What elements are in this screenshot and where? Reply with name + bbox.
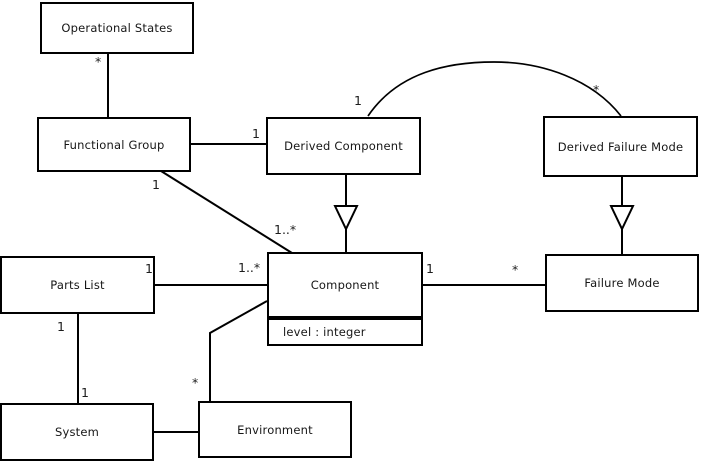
generalization-triangle-icon	[609, 205, 635, 232]
class-operational-states[interactable]: Operational States	[40, 2, 194, 54]
attribute-label: level : integer	[283, 325, 366, 339]
class-derived-component[interactable]: Derived Component	[266, 117, 421, 175]
class-label: System	[54, 425, 100, 439]
class-name-compartment: Component	[269, 254, 421, 318]
edge-derived-component-derived-failure-mode[interactable]	[367, 61, 622, 117]
generalization-triangle-icon	[333, 205, 359, 232]
class-label: Operational States	[61, 21, 173, 35]
class-label: Parts List	[50, 278, 105, 292]
class-attribute-compartment: level : integer	[269, 318, 421, 344]
generalization-derived-failure-mode-to-failure-mode[interactable]	[609, 177, 635, 254]
multiplicity-failure-mode-from-component: *	[512, 262, 519, 277]
class-label: Environment	[237, 422, 313, 437]
multiplicity-operational-states: *	[95, 54, 102, 69]
class-label: Derived Component	[284, 139, 403, 153]
multiplicity-component-from-parts-list: 1..*	[238, 260, 261, 275]
class-component[interactable]: Component level : integer	[267, 252, 423, 346]
class-label: Functional Group	[63, 137, 165, 152]
class-label: Failure Mode	[584, 276, 660, 290]
class-derived-failure-mode[interactable]: Derived Failure Mode	[543, 116, 698, 177]
multiplicity-parts-list-to-system: 1	[57, 319, 65, 334]
multiplicity-derived-component-from-functional-group: 1	[252, 126, 260, 141]
class-system[interactable]: System	[0, 403, 154, 461]
multiplicity-derived-failure-mode-on-curve: *	[593, 82, 600, 97]
generalization-derived-component-to-component[interactable]	[333, 175, 359, 252]
edge-functional-group-component[interactable]	[160, 170, 293, 254]
class-label: Derived Failure Mode	[557, 139, 684, 154]
multiplicity-functional-group-to-component: 1	[152, 177, 160, 192]
class-label: Component	[310, 278, 380, 292]
class-functional-group[interactable]: Functional Group	[37, 117, 191, 172]
multiplicity-derived-component-on-curve: 1	[354, 93, 362, 108]
class-parts-list[interactable]: Parts List	[0, 256, 155, 314]
class-failure-mode[interactable]: Failure Mode	[545, 254, 699, 312]
multiplicity-environment-from-component: *	[192, 375, 199, 390]
multiplicity-component-from-functional-group: 1..*	[274, 222, 297, 237]
edge-component-environment[interactable]	[209, 300, 268, 401]
multiplicity-system-from-parts-list: 1	[81, 385, 89, 400]
multiplicity-component-to-failure-mode: 1	[426, 261, 434, 276]
class-environment[interactable]: Environment	[198, 401, 352, 458]
multiplicity-parts-list-to-component: 1	[145, 261, 153, 276]
